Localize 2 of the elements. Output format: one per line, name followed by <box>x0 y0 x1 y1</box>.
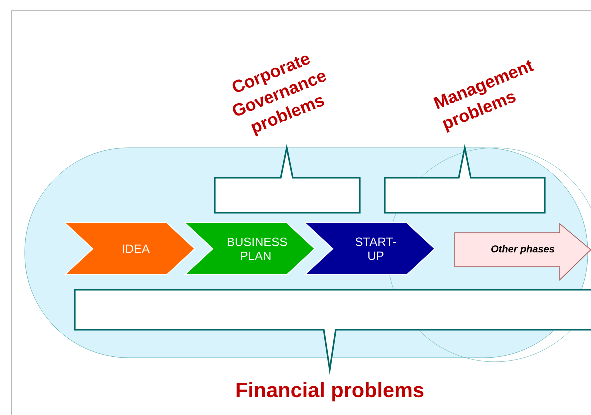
bracket-callout: Financial problems <box>74 289 591 402</box>
node-label: Financial problems <box>236 382 424 402</box>
